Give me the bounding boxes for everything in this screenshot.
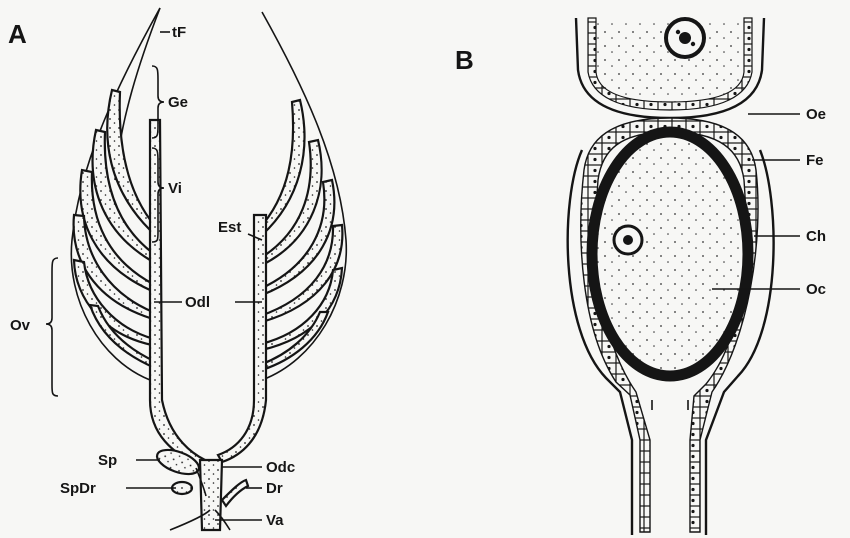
chorion-ring [592,132,748,376]
label-ov: Ov [10,317,31,334]
label-fe: Fe [806,152,824,169]
label-ge: Ge [168,94,188,111]
label-odc: Odc [266,459,295,476]
label-oe: Oe [806,106,826,123]
label-spdr: SpDr [60,480,96,497]
label-vi: Vi [168,180,182,197]
label-sp: Sp [98,452,117,469]
right-ovary [258,12,346,380]
label-est: Est [218,219,241,236]
label-dr: Dr [266,480,283,497]
panel-label-b: B [455,45,474,75]
label-oc: Oc [806,281,826,298]
label-ch: Ch [806,228,826,245]
label-va: Va [266,512,284,529]
label-odl: Odl [185,294,210,311]
accessory-gland-shape [222,480,248,506]
brace-ov [46,258,58,396]
left-ovary [71,8,160,380]
ovariole-section-b: B Oe Fe Ch Oc [455,18,826,535]
panel-label-a: A [8,19,27,49]
label-tf: tF [172,24,186,41]
ovary-diagram-a: A [8,8,346,530]
lateral-oviduct-right [218,215,266,462]
